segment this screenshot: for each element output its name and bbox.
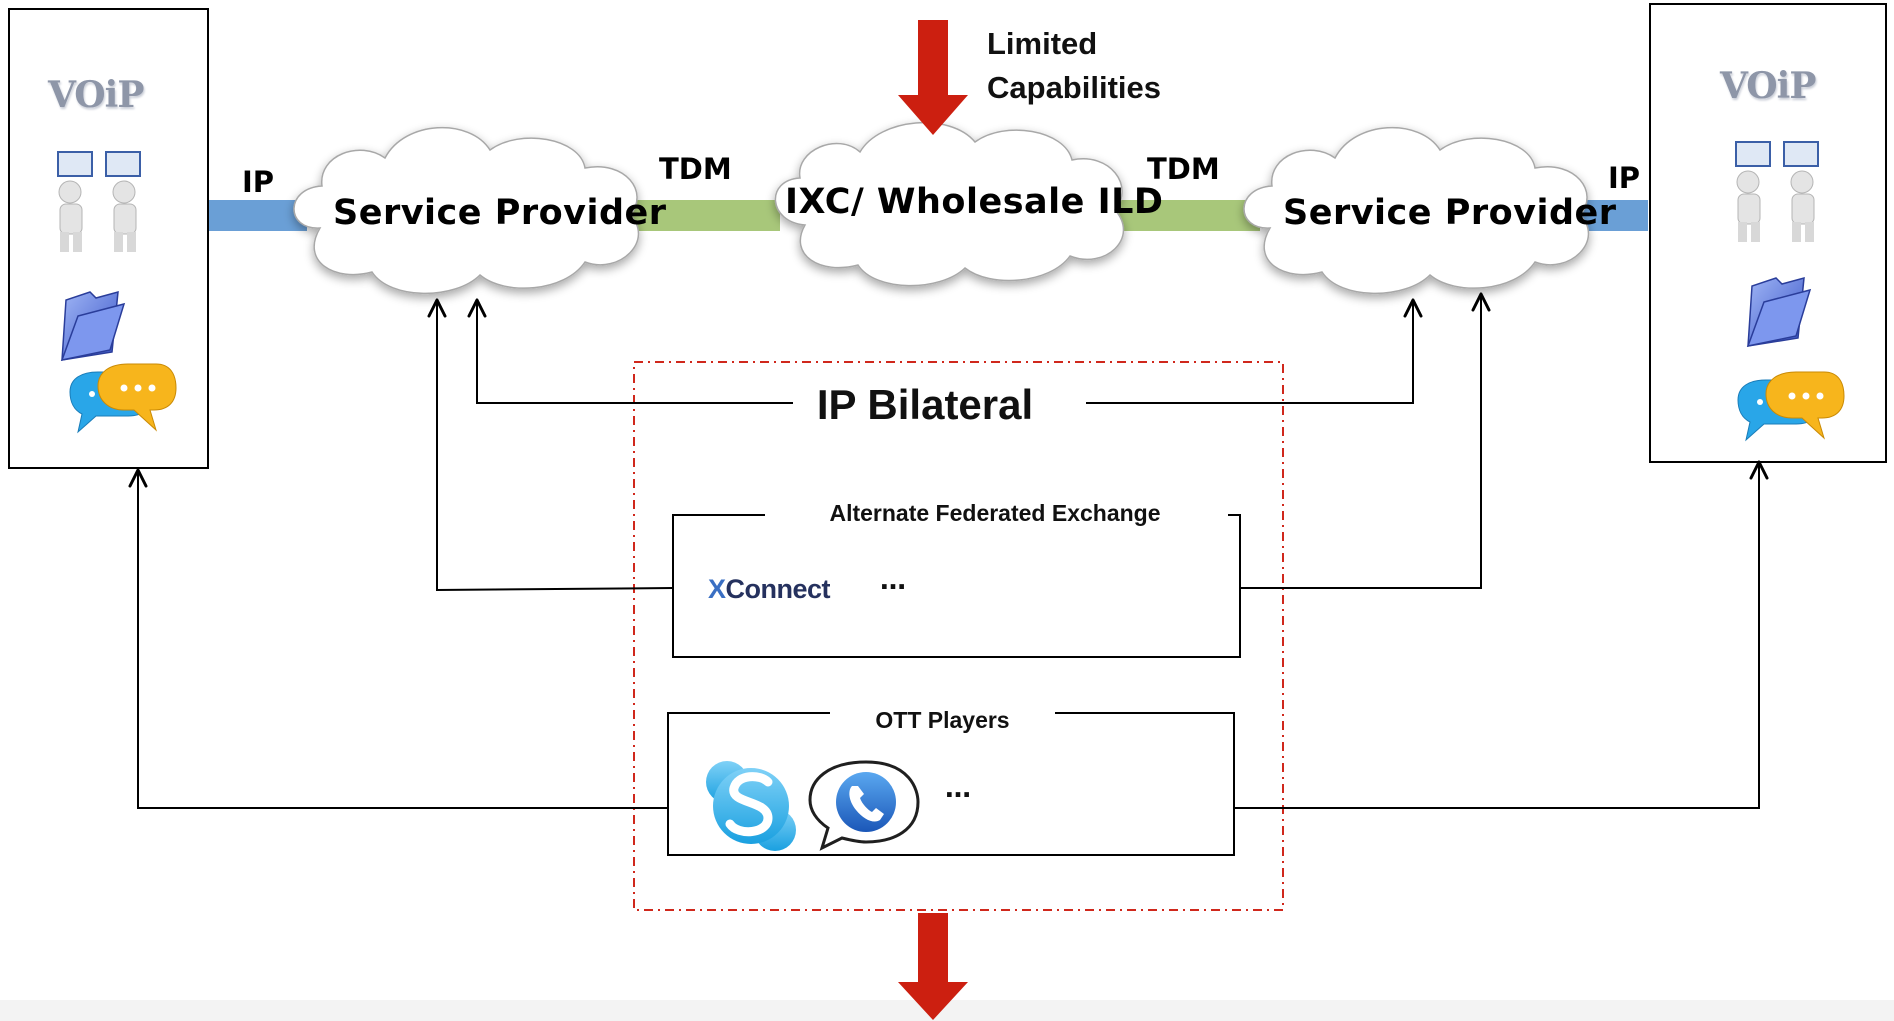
- limited-capabilities-label: Limited Capabilities: [987, 22, 1161, 110]
- cloud-right-label: Service Provider: [1283, 193, 1617, 233]
- bottom-band: [0, 1000, 1894, 1021]
- arrowhead: [1471, 292, 1491, 312]
- ip-link-left: [207, 200, 307, 231]
- federated-line-left: [436, 300, 674, 592]
- people-tablets-icon: [57, 151, 141, 252]
- ip-bilateral-line-left: [476, 300, 793, 404]
- arrowhead: [467, 298, 487, 318]
- phone-bubble-icon: [808, 760, 920, 851]
- limited-line-1: Limited: [987, 26, 1098, 61]
- cloud-center-label: IXC/ Wholesale ILD: [785, 182, 1164, 222]
- ip-right-label: IP: [1608, 161, 1641, 195]
- people-tablets-icon: [1735, 141, 1819, 242]
- ott-line-right: [1234, 462, 1760, 809]
- ott-line-left: [137, 470, 668, 809]
- arrowhead: [1403, 298, 1423, 318]
- arrowhead: [128, 468, 148, 488]
- tdm-left-label: TDM: [659, 152, 732, 186]
- federated-line-right: [1240, 294, 1482, 589]
- limited-capabilities-arrow: [898, 20, 968, 135]
- ott-box: [667, 712, 1235, 856]
- cloud-service-provider-right: [1243, 126, 1590, 295]
- chat-bubbles-icon: [69, 363, 177, 434]
- federated-box: [672, 514, 1241, 658]
- chat-bubbles-icon: [1737, 371, 1845, 442]
- xconnect-logo: XConnect: [708, 574, 831, 604]
- ip-bilateral-line-right: [1086, 300, 1414, 404]
- arrowhead: [1749, 460, 1769, 480]
- voip-logo-left: VOiP: [48, 74, 144, 116]
- cloud-service-provider-left: [293, 126, 640, 295]
- federated-more: …: [880, 566, 906, 596]
- voip-logo-right: VOiP: [1720, 65, 1816, 107]
- xconnect-logo-rest: Connect: [725, 574, 831, 604]
- ott-more: …: [945, 774, 971, 804]
- cloud-left-label: Service Provider: [333, 193, 667, 233]
- federated-title: Alternate Federated Exchange: [829, 500, 1161, 526]
- tdm-link-right: [1100, 200, 1260, 231]
- folder-icon: [60, 290, 126, 362]
- ip-bilateral-down-arrow: [898, 913, 968, 1020]
- ip-bilateral-label: IP Bilateral: [816, 381, 1034, 428]
- xconnect-logo-x: X: [708, 574, 726, 604]
- folder-icon: [1746, 276, 1812, 348]
- ip-link-right: [1580, 200, 1648, 231]
- tdm-right-label: TDM: [1147, 152, 1220, 186]
- skype-icon: [706, 761, 796, 851]
- tdm-link-left: [630, 200, 780, 231]
- ott-title: OTT Players: [875, 707, 1010, 733]
- arrowhead: [427, 298, 447, 318]
- cloud-ixc-wholesale: [774, 121, 1125, 287]
- limited-line-2: Capabilities: [987, 70, 1161, 105]
- ip-left-label: IP: [242, 165, 275, 199]
